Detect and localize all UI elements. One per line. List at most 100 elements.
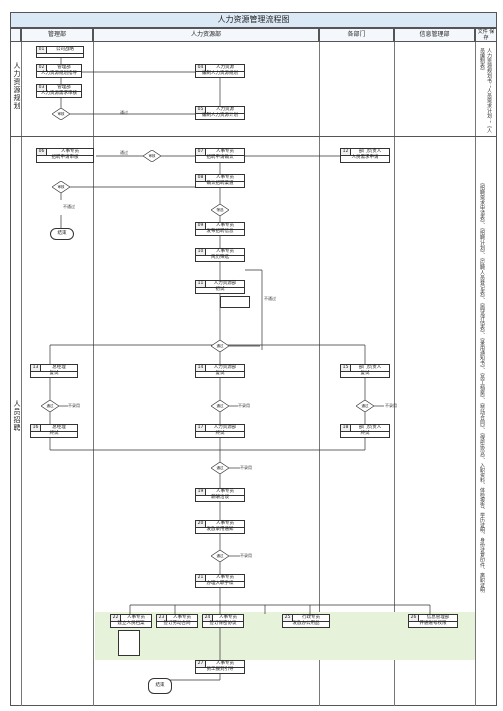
lane-divider <box>475 42 476 706</box>
step-04: 04 人力资源 编制人力资源规划 <box>195 64 245 78</box>
document-note <box>118 630 140 656</box>
step-action: 终试 <box>215 431 225 436</box>
step-23: 23 人事专员 签订劳动合同 <box>156 614 198 628</box>
decision-pass: 通过 <box>356 400 374 412</box>
step-role: 人事专员 <box>206 175 244 182</box>
step-01: 01 公司战略 <box>36 46 84 58</box>
fail-label: 不通过 <box>63 204 75 209</box>
step-role: 管理部 <box>47 65 81 72</box>
step-number: 12 <box>341 149 351 156</box>
step-20: 20 人事专员 发放录用通知 <box>195 520 245 534</box>
decision-label: 审核 <box>57 111 65 116</box>
reject-label: 不录用 <box>385 403 397 408</box>
step-number: 14 <box>196 365 206 372</box>
step-role: 管理部 <box>47 85 81 92</box>
step-role: 人力资源 <box>206 107 244 114</box>
step-action: 招聘申请审核 <box>51 155 79 160</box>
side-label-planning: 人力资源规划 <box>13 62 21 110</box>
step-action: 终试 <box>49 431 59 436</box>
step-action: 薪酬洽谈 <box>211 495 229 500</box>
step-12: 12 部门负责人 人员需求申请 <box>340 148 390 163</box>
step-role: 公司战略 <box>47 47 83 54</box>
step-role: 信息管理部 <box>419 615 457 622</box>
step-role: 人事专员 <box>206 661 244 668</box>
step-16: 16 总经理 终试 <box>30 424 78 438</box>
step-action: 发布招聘信息 <box>206 229 234 234</box>
step-02: 02 管理部 人力资源规划指导 <box>36 64 82 78</box>
step-06: 06 人事专员 招聘申请审核 <box>36 148 94 163</box>
column-header-files: 文件 保存 <box>475 28 497 42</box>
step-number: 11 <box>196 281 206 288</box>
step-action: 简历筛选 <box>211 255 229 260</box>
step-27: 27 人事专员 员工报到引导 <box>195 660 245 674</box>
decision-label: 通过 <box>46 403 54 408</box>
step-number: 20 <box>196 521 206 528</box>
step-action: 招聘申请确认 <box>206 155 234 160</box>
step-number: 24 <box>203 615 213 622</box>
step-role: 总经理 <box>41 365 77 372</box>
step-number: 15 <box>341 365 351 372</box>
pass-label: 通过 <box>120 150 128 155</box>
step-action: 编制人力资源计划 <box>202 113 238 118</box>
reject-label: 不录用 <box>240 465 252 470</box>
section-divider <box>10 136 497 137</box>
decision-pass: 通过 <box>211 400 229 412</box>
step-action: 开通账号权限 <box>419 621 447 626</box>
step-25: 25 行政专员 发放办公用品 <box>282 614 330 628</box>
flowchart-frame <box>10 12 497 706</box>
step-role: 人事专员 <box>213 615 243 622</box>
decision-label: 通过 <box>216 403 224 408</box>
step-number: 06 <box>37 149 47 156</box>
decision-pass: 通过 <box>211 340 229 352</box>
step-action: 员工报到引导 <box>206 667 234 672</box>
step-03: 03 管理部 人力资源需求审核 <box>36 84 82 98</box>
decision-review: 审核 <box>52 108 70 120</box>
reject-label: 不录用 <box>240 553 252 558</box>
step-number: 10 <box>196 249 206 256</box>
step-role: 人力资源部 <box>206 365 244 372</box>
decision-review: 审核 <box>52 181 70 193</box>
step-19: 19 人事专员 薪酬洽谈 <box>195 488 245 502</box>
pass-label: 通过 <box>120 110 128 115</box>
end-terminal: 结束 <box>50 228 74 240</box>
step-22: 22 人事专员 建立人员档案 <box>110 614 152 628</box>
decision-pass: 通过 <box>211 462 229 474</box>
step-role: 人力资源 <box>206 65 244 72</box>
step-number: 09 <box>196 223 206 230</box>
step-action: 发放办公用品 <box>292 621 320 626</box>
step-number: 21 <box>196 575 206 582</box>
step-number: 01 <box>37 47 47 54</box>
step-role: 部门负责人 <box>351 425 389 432</box>
step-role: 人事专员 <box>47 149 93 156</box>
step-role: 行政专员 <box>293 615 329 622</box>
document-note <box>220 296 250 308</box>
lane-divider <box>394 42 395 706</box>
decision-label: 筛选 <box>216 207 224 212</box>
column-header-departments: 各部门 <box>319 28 394 42</box>
step-number: 26 <box>409 615 419 622</box>
step-number: 19 <box>196 489 206 496</box>
side-label-recruitment: 人员招聘 <box>13 400 21 432</box>
step-action: 复试 <box>360 371 370 376</box>
step-action: 办理入职手续 <box>206 581 234 586</box>
step-10: 10 人事专员 简历筛选 <box>195 248 245 262</box>
step-action: 人力资源需求审核 <box>41 91 77 96</box>
step-18: 18 部门负责人 终试 <box>340 424 390 438</box>
file-note-recruitment: 《招聘需求申请表》、《招聘计划》、《应聘人员登记表》、《面试评估表》、《录用通知… <box>479 180 485 593</box>
reject-label: 不录用 <box>68 403 80 408</box>
step-action: 人员需求申请 <box>351 155 379 160</box>
step-13: 13 总经理 复试 <box>30 364 78 378</box>
decision-review: 筛选 <box>211 204 229 216</box>
step-action: 建立人员档案 <box>117 621 145 626</box>
lane-divider <box>21 42 22 706</box>
step-number: 13 <box>31 365 41 372</box>
step-24: 24 人事专员 签订保密协议 <box>202 614 244 628</box>
step-role: 人事专员 <box>206 149 244 156</box>
step-number: 27 <box>196 661 206 668</box>
step-action: 签订保密协议 <box>209 621 237 626</box>
step-number: 22 <box>111 615 121 622</box>
step-role: 总经理 <box>41 425 77 432</box>
decision-pass: 通过 <box>211 550 229 562</box>
step-role: 人力资源部 <box>206 425 244 432</box>
